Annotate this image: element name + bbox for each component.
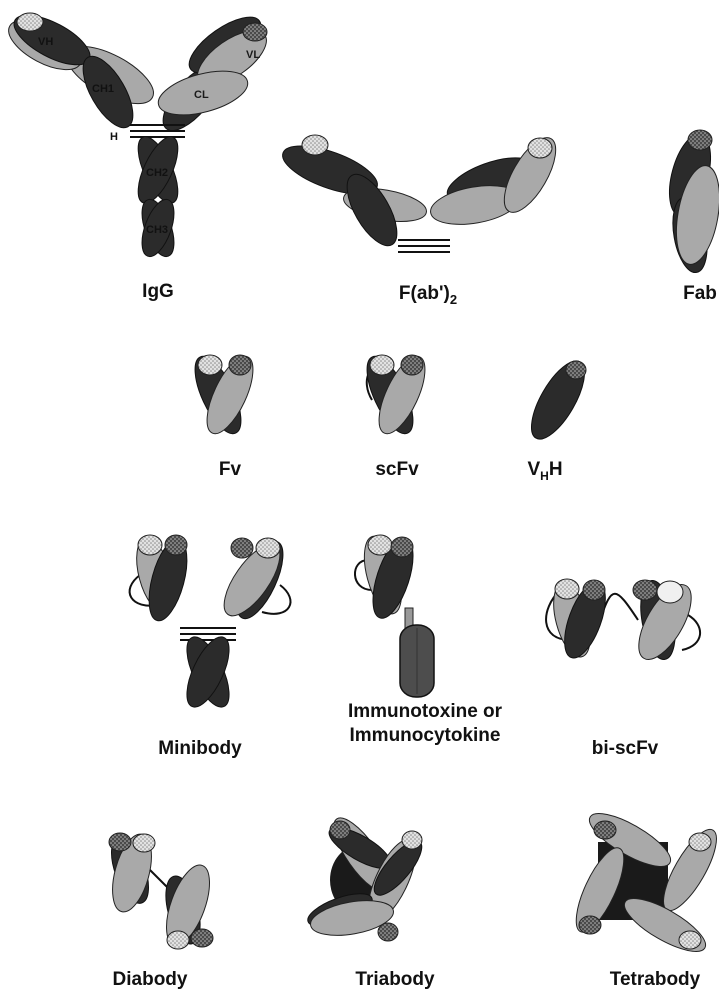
fab-cdr — [688, 130, 712, 150]
fv-cdr-dark — [229, 355, 251, 375]
igg-label: IgG — [142, 280, 174, 304]
vhh-label-v: V — [527, 459, 540, 480]
immuno-label-line1: Immunotoxine or — [348, 700, 502, 724]
biscfv-cdr-2a — [633, 580, 657, 600]
vhh-label-h: H — [549, 459, 563, 480]
fab2-cdr-right — [528, 138, 552, 158]
vhh-diagram — [521, 353, 594, 446]
fab2-label-sub: 2 — [450, 292, 457, 307]
biscfv-cdr-1b — [583, 580, 605, 600]
tetrabody-label: Tetrabody — [610, 968, 700, 992]
scfv-cdr-light — [370, 355, 394, 375]
igg-vl-label: VL — [246, 49, 260, 61]
triabody-cdr-1 — [330, 821, 350, 839]
triabody-diagram — [304, 810, 429, 941]
fv-label: Fv — [219, 458, 241, 482]
diabody-label: Diabody — [113, 968, 188, 992]
tetrabody-cdr-2 — [689, 833, 711, 851]
triabody-cdr-3 — [378, 923, 398, 941]
fab2-label-main: F(ab') — [399, 283, 450, 304]
fab-label: Fab — [683, 282, 717, 306]
igg-ch2-label: CH2 — [146, 167, 168, 179]
tetrabody-cdr-4 — [679, 931, 701, 949]
igg-cdr-left — [17, 13, 43, 31]
minibody-label: Minibody — [158, 737, 241, 761]
fab-diagram — [662, 130, 719, 275]
diabody-cdr-1a — [109, 833, 131, 851]
tetrabody-cdr-1 — [594, 821, 616, 839]
minibody-cdr-right-a — [231, 538, 253, 558]
fv-diagram — [186, 350, 263, 440]
diabody-cdr-2a — [167, 931, 189, 949]
diabody-cdr-1b — [133, 834, 155, 852]
triabody-label: Triabody — [355, 968, 434, 992]
tetrabody-cdr-3 — [579, 916, 601, 934]
tetrabody-diagram — [567, 804, 719, 961]
biscfv-label: bi-scFv — [592, 737, 659, 761]
immuno-cdr-dark — [391, 537, 413, 557]
fab2-diagram — [277, 130, 566, 253]
igg-diagram: VH CH1 VL CL H CH2 CH3 — [1, 5, 275, 260]
fab2-cdr-left — [302, 135, 328, 155]
scfv-cdr-dark — [401, 355, 423, 375]
vhh-label: VHH — [527, 458, 562, 484]
igg-cl-label: CL — [194, 89, 209, 101]
minibody-diagram — [130, 534, 293, 713]
minibody-cdr-left-b — [165, 535, 187, 555]
immuno-label: Immunotoxine orImmunocytokine — [348, 700, 502, 748]
biscfv-cdr-1a — [555, 579, 579, 599]
igg-vh-label: VH — [38, 36, 53, 48]
igg-cdr-right — [243, 23, 267, 41]
immuno-diagram — [355, 532, 434, 697]
minibody-cdr-left-a — [138, 535, 162, 555]
fab2-label: F(ab')2 — [399, 282, 457, 308]
igg-ch3-label: CH3 — [146, 224, 168, 236]
igg-hinge-label: H — [110, 131, 118, 143]
igg-ch1-label: CH1 — [92, 83, 114, 95]
biscfv-cdr-2b — [657, 581, 683, 603]
scfv-label: scFv — [375, 458, 418, 482]
diabody-diagram — [104, 830, 218, 950]
immuno-cdr-light — [368, 535, 392, 555]
minibody-cdr-right-b — [256, 538, 280, 558]
triabody-cdr-2 — [402, 831, 422, 849]
diabody-cdr-2b — [191, 929, 213, 947]
scfv-diagram — [358, 350, 435, 440]
fv-cdr-light — [198, 355, 222, 375]
immuno-label-line2: Immunocytokine — [348, 724, 502, 748]
biscfv-diagram — [546, 577, 702, 668]
vhh-cdr — [566, 361, 586, 379]
